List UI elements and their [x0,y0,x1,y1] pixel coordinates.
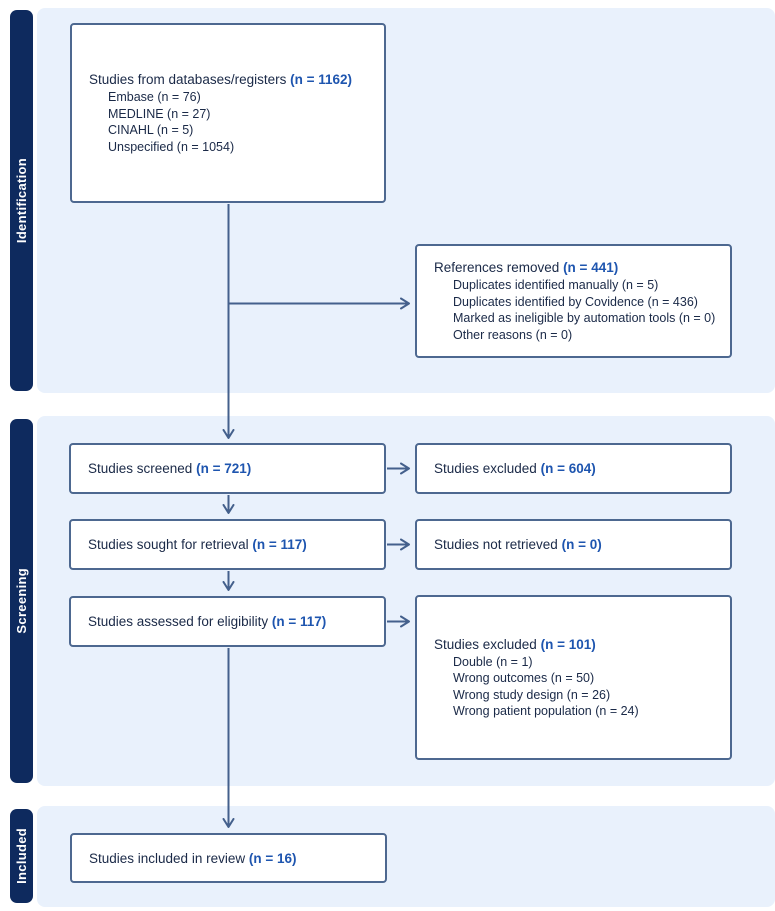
studies-included-box: Studies included in review (n = 16) [70,833,387,883]
screening-section-tab: Screening [10,419,33,783]
studies-not-retrieved-box: Studies not retrieved (n = 0) [415,519,732,570]
box-item-list: Double (n = 1) Wrong outcomes (n = 50) W… [434,654,722,720]
box-count: (n = 0) [561,537,602,552]
studies-sought-box: Studies sought for retrieval (n = 117) [69,519,386,570]
list-item: Other reasons (n = 0) [453,327,573,342]
box-title: Studies assessed for eligibility (n = 11… [88,613,376,630]
box-label: Studies sought for retrieval [88,537,253,552]
list-item: Marked as ineligible by automation tools… [453,311,716,325]
included-section-label: Included [14,828,29,884]
box-label: Studies not retrieved [434,537,562,552]
box-count: (n = 441) [563,260,619,275]
box-item-list: Duplicates identified manually (n = 5) D… [434,277,722,343]
list-item: MEDLINE (n = 27) [108,106,211,121]
studies-screened-box: Studies screened (n = 721) [69,443,386,494]
list-item: Wrong outcomes (n = 50) [453,671,595,685]
list-item: Wrong study design (n = 26) [453,687,611,702]
box-title: Studies included in review (n = 16) [89,850,377,867]
list-item: Embase (n = 76) [108,90,201,104]
references-removed-box: References removed (n = 441) Duplicates … [415,244,732,358]
studies-excluded-eligibility-box: Studies excluded (n = 101) Double (n = 1… [415,595,732,760]
list-item: Wrong patient population (n = 24) [453,704,639,718]
box-title: Studies sought for retrieval (n = 117) [88,536,376,553]
screening-section-label: Screening [14,568,29,634]
box-label: References removed [434,260,564,275]
list-item: Duplicates identified manually (n = 5) [453,278,659,292]
list-item: CINAHL (n = 5) [108,123,194,137]
box-count: (n = 604) [540,461,596,476]
box-title: References removed (n = 441) [434,259,722,276]
box-label: Studies from databases/registers [89,72,291,87]
list-item: Double (n = 1) [453,654,533,669]
box-count: (n = 16) [248,850,297,866]
box-title: Studies not retrieved (n = 0) [434,536,722,553]
box-label: Studies excluded [434,636,541,652]
box-title: Studies screened (n = 721) [88,460,376,477]
box-count: (n = 101) [540,636,596,652]
box-count: (n = 1162) [290,72,353,87]
box-label: Studies excluded [434,461,541,476]
box-count: (n = 117) [271,614,327,629]
box-item-list: Embase (n = 76) MEDLINE (n = 27) CINAHL … [89,89,376,155]
box-title: Studies from databases/registers (n = 11… [89,71,376,88]
studies-assessed-box: Studies assessed for eligibility (n = 11… [69,596,386,647]
included-section-tab: Included [10,809,33,903]
box-count: (n = 117) [252,537,307,552]
studies-excluded-box: Studies excluded (n = 604) [415,443,732,494]
identification-section-tab: Identification [10,10,33,391]
list-item: Duplicates identified by Covidence (n = … [453,294,698,309]
identification-section-label: Identification [14,157,29,244]
box-label: Studies assessed for eligibility [88,614,272,629]
list-item: Unspecified (n = 1054) [108,139,235,154]
box-title: Studies excluded (n = 101) [434,636,722,653]
box-label: Studies screened [88,461,197,476]
box-label: Studies included in review [89,850,249,866]
box-title: Studies excluded (n = 604) [434,460,722,477]
studies-from-databases-box: Studies from databases/registers (n = 11… [70,23,386,203]
box-count: (n = 721) [196,461,252,476]
